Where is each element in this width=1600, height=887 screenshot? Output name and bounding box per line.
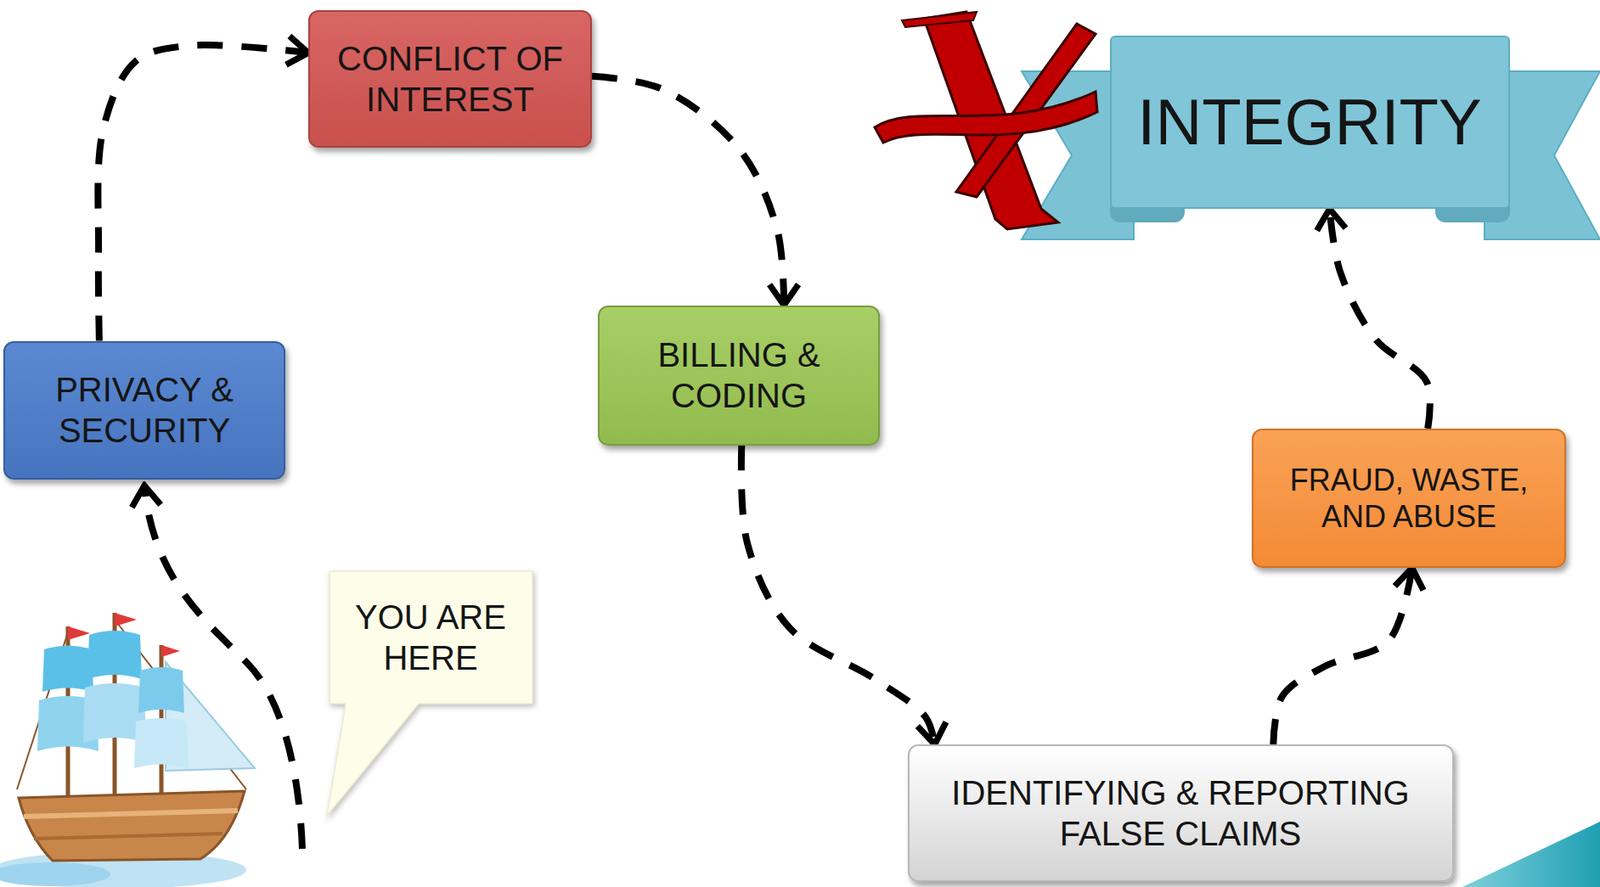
box-label: INTEGRITY (1137, 83, 1482, 161)
corner-wedge (1462, 822, 1600, 887)
callout-shape (329, 571, 533, 705)
process-box: FRAUD, WASTE, AND ABUSE (1251, 428, 1567, 569)
water (0, 862, 111, 887)
process-box: IDENTIFYING & REPORTING FALSE CLAIMS (907, 744, 1454, 883)
flag (67, 626, 91, 641)
hull-stripe (23, 811, 238, 817)
box-label: PRIVACY & SECURITY (21, 369, 268, 451)
process-box: PRIVACY & SECURITY (3, 341, 286, 480)
sail (87, 630, 142, 680)
callout-outline (326, 571, 533, 817)
cross-mark (874, 11, 1098, 230)
hull-stripe (33, 833, 223, 840)
cross-serif (901, 11, 977, 28)
box-label: BILLING & CODING (611, 334, 867, 417)
callout-bubble: YOU ARE HERE (329, 571, 533, 705)
sail (134, 718, 189, 769)
process-box: BILLING & CODING (597, 305, 880, 446)
cross-swash (874, 91, 1098, 143)
dashed-arrow (97, 45, 309, 341)
box-label: YOU ARE HERE (343, 597, 519, 679)
box-label: IDENTIFYING & REPORTING FALSE CLAIMS (929, 772, 1431, 855)
dashed-arrow (1329, 208, 1431, 429)
flag (114, 613, 137, 627)
box-label: FRAUD, WASTE, AND ABUSE (1281, 461, 1537, 536)
route-line (144, 485, 303, 850)
ship-illustration (0, 613, 255, 887)
process-box: CONFLICT OF INTEREST (308, 10, 592, 148)
sail (138, 667, 185, 714)
box-label: CONFLICT OF INTEREST (322, 38, 578, 120)
hull (18, 791, 245, 862)
dashed-arrow (591, 76, 784, 306)
sail (42, 646, 94, 693)
flag (161, 645, 181, 658)
banner: INTEGRITY (1109, 35, 1510, 209)
dashed-arrow (741, 445, 936, 746)
dashed-arrow (1273, 568, 1412, 745)
